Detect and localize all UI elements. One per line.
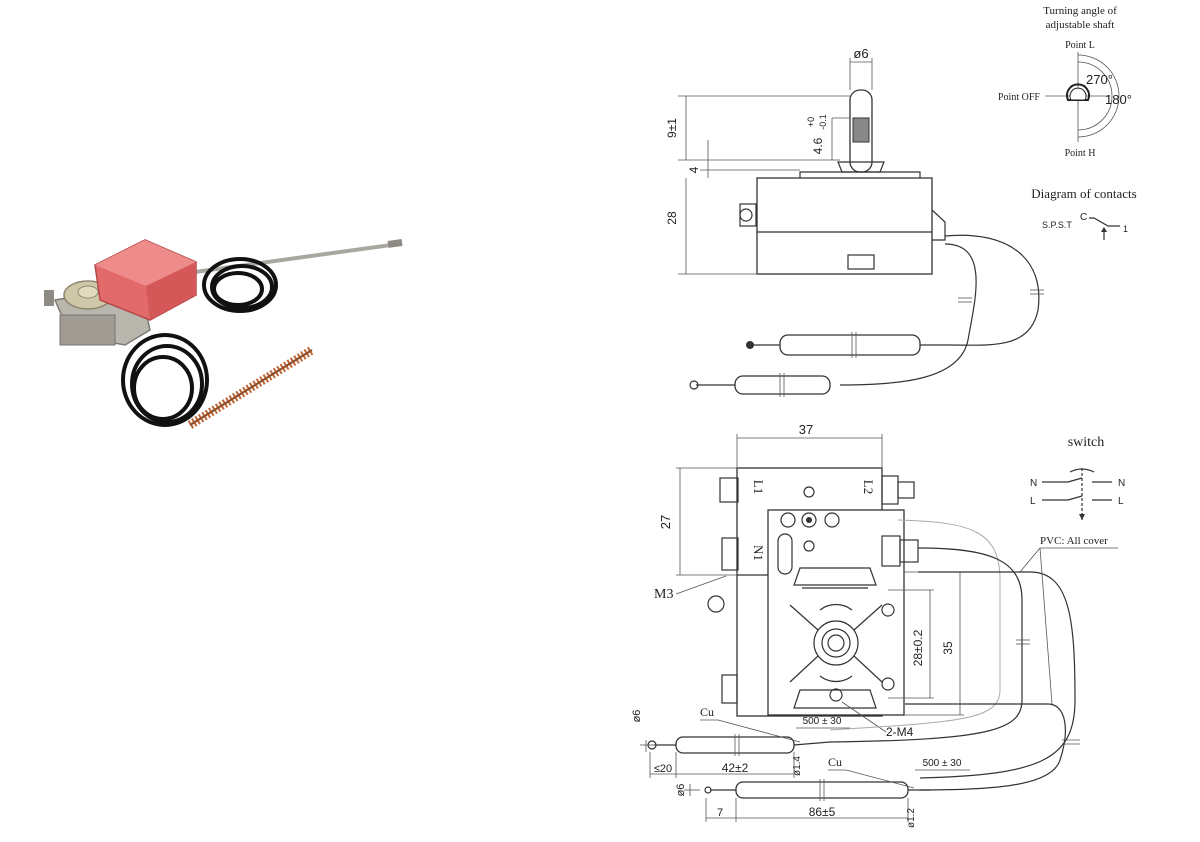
label-cu-a: Cu <box>700 705 714 719</box>
dim-35: 35 <box>941 641 955 655</box>
angle-180: 180° <box>1105 92 1132 107</box>
switch-diagram: switch N N L L <box>1030 435 1125 520</box>
dim-le20: ≤20 <box>654 763 672 775</box>
top-dim-9: 9±1 <box>665 118 679 138</box>
shaft-title-2: adjustable shaft <box>1046 19 1115 31</box>
contacts-title: Diagram of contacts <box>1031 186 1136 201</box>
label-l1: L1 <box>751 480 766 494</box>
shaft-angle-diagram: Turning angle of adjustable shaft Point … <box>998 5 1132 159</box>
contacts-diagram: Diagram of contacts S.P.S.T C 1 <box>1031 186 1137 240</box>
spst-label: S.P.S.T <box>1042 220 1072 230</box>
label-m3: M3 <box>654 587 673 602</box>
product-photo <box>44 239 403 429</box>
point-h-label: Point H <box>1065 148 1096 159</box>
top-dim-46: 4.6 <box>811 137 825 154</box>
angle-270: 270° <box>1086 72 1113 87</box>
top-dim-46-up: +0 <box>806 117 816 127</box>
top-dim-4: 4 <box>687 166 701 173</box>
dim-d12: ø1.2 <box>906 808 917 828</box>
switch-title: switch <box>1068 435 1105 450</box>
label-n1: N1 <box>751 545 766 561</box>
dim-d6-a: ø6 <box>631 710 643 723</box>
top-view-drawing: ø6 9±1 4 28 4.6 +0 -0.1 <box>665 46 1044 397</box>
label-2m4: 2-M4 <box>886 725 914 739</box>
label-cu-b: Cu <box>828 755 842 769</box>
dim-27: 27 <box>658 515 673 529</box>
top-dim-28: 28 <box>665 211 679 225</box>
cable-coil-upper <box>202 257 278 313</box>
point-off-label: Point OFF <box>998 92 1040 103</box>
point-l-label: Point L <box>1065 40 1095 51</box>
dim-42: 42±2 <box>722 761 749 775</box>
dim-37: 37 <box>799 422 813 437</box>
dim-86: 86±5 <box>809 805 836 819</box>
label-l2: L2 <box>861 480 876 494</box>
bottom-view-drawing: L1 L2 N1 M3 37 27 28±0.2 35 2-M4 PVC: A <box>631 422 1118 828</box>
dim-500-a: 500 ± 30 <box>803 716 842 727</box>
dim-500-b: 500 ± 30 <box>923 758 962 769</box>
contact-c-label: C <box>1080 212 1087 223</box>
switch-n-right: N <box>1118 478 1125 489</box>
label-pvc: PVC: All cover <box>1040 535 1108 547</box>
dim-7: 7 <box>717 807 723 819</box>
top-dim-46-dn: -0.1 <box>818 114 828 130</box>
shaft-title-1: Turning angle of <box>1043 5 1117 17</box>
switch-n-left: N <box>1030 478 1037 489</box>
dim-28-02: 28±0.2 <box>911 629 925 666</box>
switch-l-right: L <box>1118 496 1124 507</box>
dim-d14: ø1.4 <box>792 756 803 776</box>
contact-1-label: 1 <box>1123 224 1128 234</box>
top-dim-d6: ø6 <box>853 46 868 61</box>
bulb-tip <box>387 239 403 248</box>
dim-d6-b: ø6 <box>675 784 687 797</box>
switch-l-left: L <box>1030 496 1036 507</box>
